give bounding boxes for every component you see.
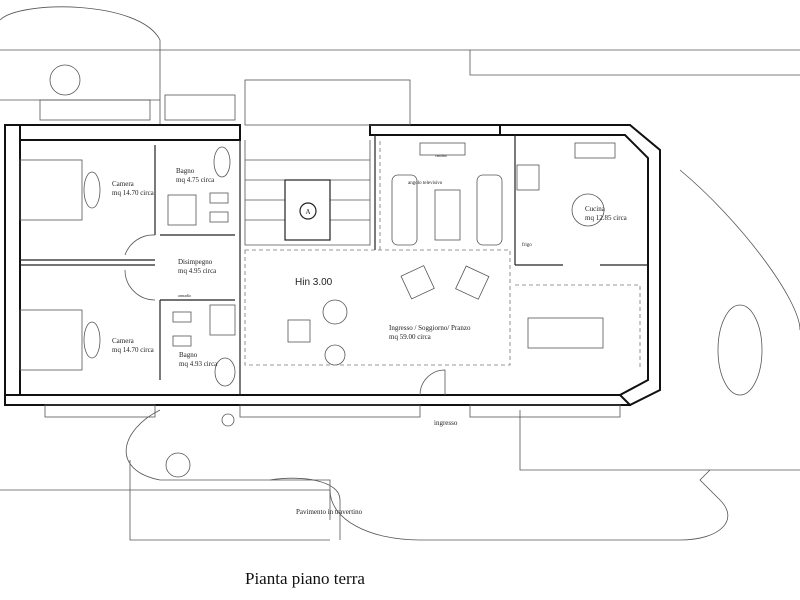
staircase: A [244, 79, 411, 246]
soggiorno-area: mq 59.00 circa [389, 333, 432, 341]
floor-label: Pavimento in travertino [296, 508, 363, 516]
disimpegno-area: mq 4.95 circa [178, 267, 217, 275]
plan-title: Pianta piano terra [245, 569, 365, 588]
bagno2-name: Bagno [179, 351, 198, 359]
paving-border [269, 477, 341, 540]
windows [39, 94, 621, 418]
bathroom-fixtures [167, 146, 236, 387]
cucina-area: mq 12.85 circa [585, 214, 628, 222]
living-furniture [49, 64, 763, 478]
fridge-label: frigo [522, 243, 532, 248]
fireplace-label: camino [435, 153, 447, 158]
bedroom-doors [124, 234, 156, 301]
wardrobe-label: armadio [178, 293, 191, 298]
camera2-area: mq 14.70 circa [112, 346, 155, 354]
living-zone [244, 140, 641, 370]
bagno1-area: mq 4.75 circa [176, 176, 215, 184]
beds [19, 159, 101, 371]
cucina-name: Cucina [585, 205, 606, 213]
terrace-outline [0, 6, 800, 541]
stair-marker: A [305, 208, 310, 216]
entrance-label: ingresso [434, 419, 458, 427]
disimpegno-name: Disimpegno [178, 258, 213, 266]
bagno2-area: mq 4.93 circa [179, 360, 218, 368]
terrace-rounded [125, 409, 331, 541]
bagno1-name: Bagno [176, 167, 195, 175]
camera1-area: mq 14.70 circa [112, 189, 155, 197]
tv-corner-label: angolo televisivo [408, 181, 443, 186]
building-walls [4, 124, 661, 407]
entrance-door [419, 369, 446, 396]
camera2-name: Camera [112, 337, 135, 345]
ceiling-height: Hin 3.00 [295, 277, 333, 288]
camera1-name: Camera [112, 180, 135, 188]
soggiorno-name: Ingresso / Soggiorno/ Pranzo [389, 324, 471, 332]
